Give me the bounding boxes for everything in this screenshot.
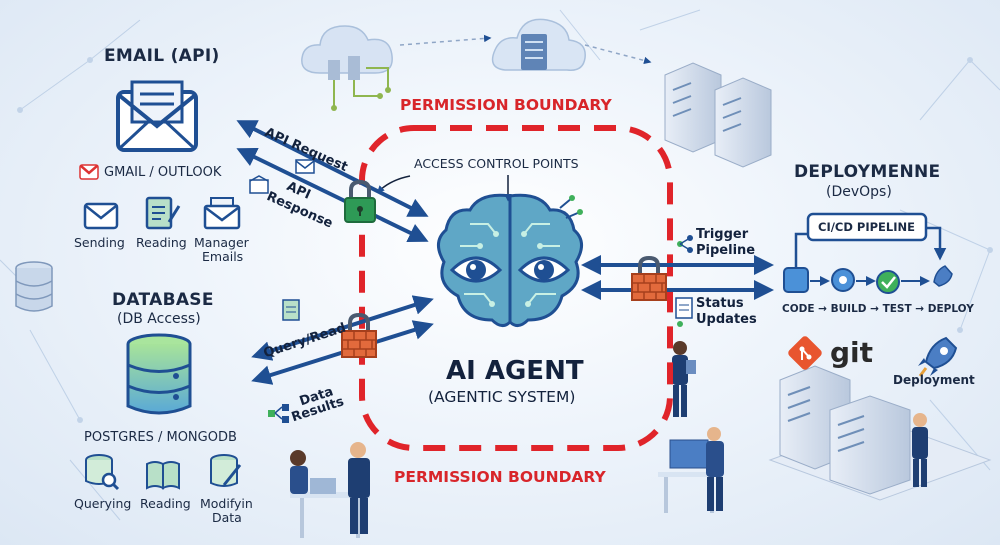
deployment-label: Deployment	[893, 373, 975, 387]
deployment-servers-illustration	[768, 365, 992, 501]
rocket-icon	[918, 336, 958, 377]
lock-firewall-db	[341, 312, 377, 358]
email-action-sending: Sending	[74, 235, 125, 250]
deployment-title: DEPLOYMENNE	[794, 162, 941, 182]
lock-firewall-devops	[631, 255, 667, 301]
trigger-label-2: Pipeline	[696, 243, 756, 258]
standing-person-illustration	[672, 341, 696, 417]
email-envelope-icon	[116, 80, 198, 152]
email-provider: GMAIL / OUTLOOK	[104, 165, 222, 180]
envelope-open-small-icon	[249, 175, 269, 194]
agent-title: AI AGENT	[446, 356, 584, 386]
agent-subtitle: (AGENTIC SYSTEM)	[428, 388, 576, 406]
cicd-pipeline-label: CI/CD PIPELINE	[818, 220, 915, 234]
dashed-server-link	[584, 44, 652, 65]
document-small-icon	[282, 299, 300, 321]
ai-brain-icon	[437, 193, 583, 327]
dashed-cloud-link	[399, 34, 492, 46]
email-action-emails: Emails	[202, 249, 244, 264]
deployment-subtitle: (DevOps)	[826, 184, 892, 200]
cicd-pipeline-diagram	[783, 212, 953, 294]
cloud-icon	[301, 25, 393, 111]
db-action-modifying: Modifyin	[200, 496, 253, 511]
gmail-icon	[79, 164, 99, 180]
trigger-small-icon	[677, 235, 693, 253]
querying-icon	[85, 454, 120, 491]
modify-data-icon	[210, 454, 242, 487]
data-tree-small-icon	[268, 404, 289, 423]
permission-boundary-top-label: PERMISSION BOUNDARY	[400, 96, 612, 114]
db-action-reading: Reading	[140, 496, 191, 511]
db-action-querying: Querying	[74, 496, 132, 511]
database-decoration-icon	[15, 261, 53, 312]
db-reading-icon	[146, 461, 180, 490]
cicd-stages: CODE → BUILD → TEST → DEPLOY	[782, 303, 974, 315]
database-icon	[126, 333, 192, 415]
access-control-label: ACCESS CONTROL POINTS	[414, 156, 579, 171]
people-office-illustration	[658, 427, 724, 513]
permission-boundary	[359, 125, 673, 451]
people-meeting-illustration	[290, 442, 370, 538]
email-title: EMAIL (API)	[104, 46, 220, 66]
git-logo-icon	[788, 336, 822, 370]
database-engine: POSTGRES / MONGODB	[84, 430, 237, 445]
email-action-reading: Reading	[136, 235, 187, 250]
status-doc-small-icon	[675, 297, 693, 327]
server-cloud-icon	[491, 18, 586, 71]
database-title: DATABASE	[112, 290, 214, 310]
status-label-1: Status	[696, 296, 744, 311]
db-action-data: Data	[212, 510, 242, 525]
sending-icon	[83, 202, 119, 230]
envelope-small-icon	[295, 159, 315, 174]
lock-icon-email	[344, 179, 376, 223]
access-pointer-left	[376, 175, 411, 194]
git-label: git	[830, 336, 874, 369]
status-label-2: Updates	[696, 312, 757, 327]
reading-icon	[145, 196, 181, 230]
network-nodes-decoration	[17, 57, 993, 423]
server-rack-icon	[664, 62, 772, 168]
permission-boundary-bottom-label: PERMISSION BOUNDARY	[394, 468, 606, 486]
trigger-label-1: Trigger	[696, 227, 749, 242]
database-subtitle: (DB Access)	[117, 311, 201, 327]
manage-emails-icon	[203, 197, 241, 230]
email-action-manager: Manager	[194, 235, 249, 250]
